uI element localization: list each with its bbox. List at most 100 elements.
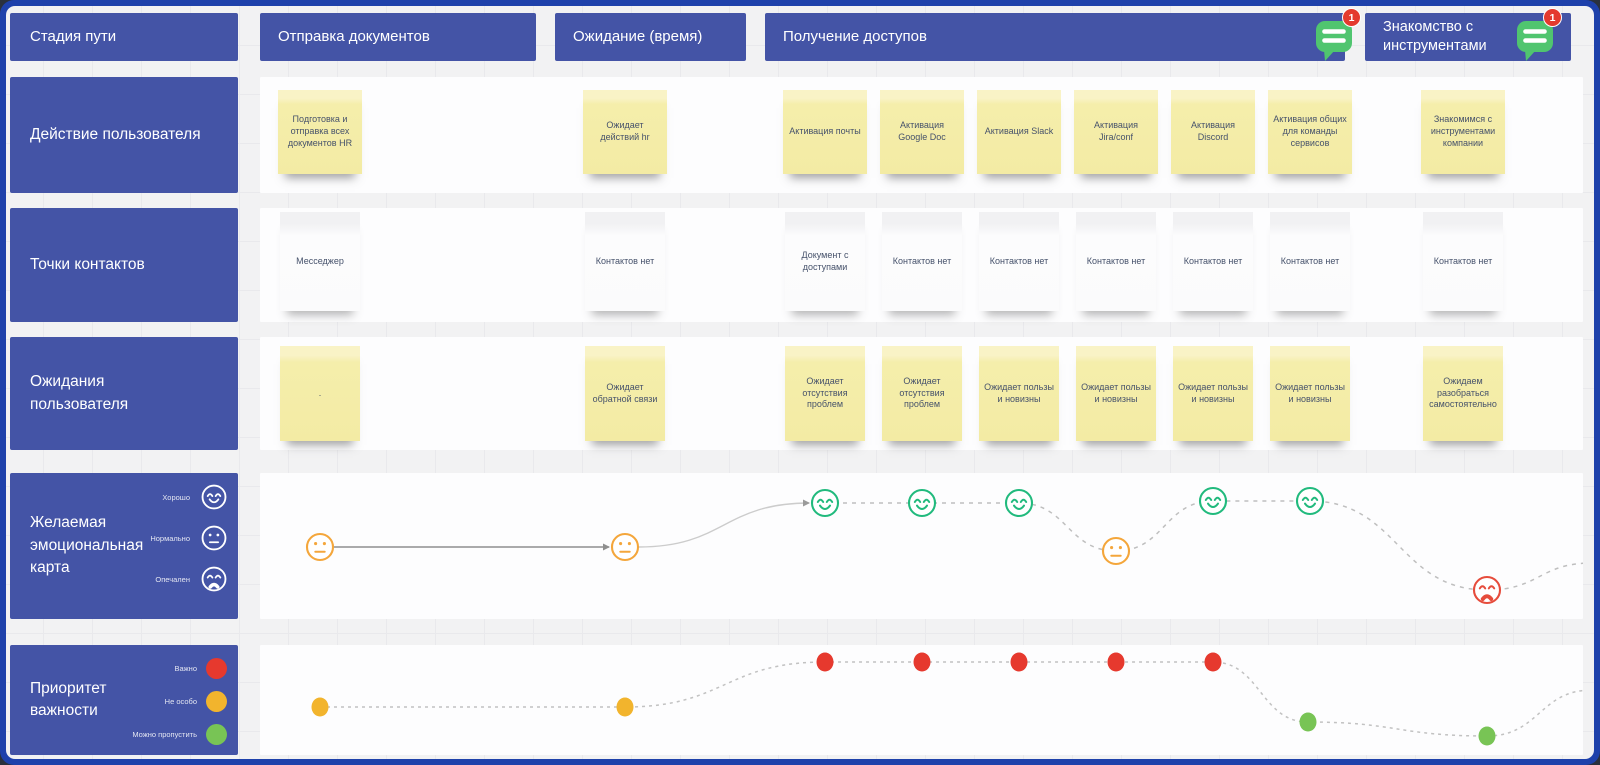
sticky-note[interactable]: Контактов нет <box>585 212 665 311</box>
comment-icon[interactable]: 1 <box>1314 8 1361 62</box>
sticky-note[interactable]: Активация Discord <box>1171 90 1255 174</box>
priority-dot-red[interactable] <box>1107 652 1125 672</box>
sticky-note[interactable]: Контактов нет <box>979 212 1059 311</box>
emotion-face-happy[interactable] <box>810 488 840 518</box>
row-label: Ожидания пользователя <box>30 373 129 413</box>
legend-item-sad: Опечален <box>150 564 229 594</box>
sticky-note-text: Активация Discord <box>1191 120 1235 142</box>
legend-item-important: Важно <box>132 658 227 679</box>
emotion-face-neutral[interactable] <box>305 532 335 562</box>
row-panel-expectations: . Ожидает обратной связи Ожидает отсутстви… <box>260 337 1583 450</box>
sticky-note[interactable]: Ожидает отсутствия проблем <box>882 346 962 441</box>
sticky-note[interactable]: . <box>280 346 360 441</box>
sticky-note-text: Ожидаем разобраться самостоятельно <box>1429 375 1497 410</box>
sad-face-icon <box>201 566 227 592</box>
priority-dot-red[interactable] <box>816 652 834 672</box>
sticky-note-text: Ожидает пользы и новизны <box>1178 381 1248 404</box>
emotion-face-happy[interactable] <box>1198 486 1228 516</box>
sticky-note[interactable]: Подготовка и отправка всех документов HR <box>278 90 362 174</box>
sticky-note-text: Знакомимся с инструментами компании <box>1430 114 1496 148</box>
sticky-note-text: Контактов нет <box>595 255 655 266</box>
sticky-note[interactable]: Контактов нет <box>1173 212 1253 311</box>
sticky-note[interactable]: Ожидает действий hr <box>583 90 667 174</box>
priority-dot-green[interactable] <box>1299 712 1317 732</box>
row-header-emotional-map[interactable]: Желаемая эмоциональная карта Хорошо Норм… <box>10 473 238 619</box>
sticky-note[interactable]: Активация Google Doc <box>880 90 964 174</box>
comment-count-badge: 1 <box>1342 8 1361 27</box>
sticky-note-text: Активация общих для команды сервисов <box>1273 114 1347 148</box>
comment-bubble-icon <box>1316 21 1352 61</box>
sticky-note-text: Активация Jira/conf <box>1094 120 1138 142</box>
sticky-note[interactable]: Месседжер <box>280 212 360 311</box>
sticky-note[interactable]: Контактов нет <box>1423 212 1503 311</box>
legend-label: Можно пропустить <box>132 730 197 739</box>
column-label: Получение доступов <box>783 28 927 46</box>
sticky-note-text: Контактов нет <box>1280 255 1340 266</box>
journey-map-board[interactable]: Стадия пути Отправка документов Ожидание… <box>6 6 1594 759</box>
emotion-face-happy[interactable] <box>907 488 937 518</box>
sticky-note[interactable]: Активация общих для команды сервисов <box>1268 90 1352 174</box>
green-dot-icon <box>206 724 227 745</box>
legend-item-good: Хорошо <box>150 482 229 512</box>
sticky-note[interactable]: Активация почты <box>783 90 867 174</box>
sticky-note-text: Контактов нет <box>1086 255 1146 266</box>
sticky-note-text: Контактов нет <box>1433 255 1493 266</box>
sticky-note[interactable]: Контактов нет <box>1270 212 1350 311</box>
sticky-note[interactable]: Ожидает пользы и новизны <box>979 346 1059 441</box>
priority-dot-yellow[interactable] <box>311 697 329 717</box>
sticky-note-text: Активация Slack <box>984 126 1054 137</box>
comment-count-badge: 1 <box>1543 8 1562 27</box>
sticky-note-text: Ожидает отсутствия проблем <box>802 375 848 410</box>
legend-label: Хорошо <box>162 492 190 502</box>
row-header-priority[interactable]: Приоритет важности Важно Не особо Можно … <box>10 645 238 755</box>
emotion-legend: Хорошо Нормально Опечален <box>150 482 229 594</box>
sticky-note[interactable]: Ожидает пользы и новизны <box>1173 346 1253 441</box>
sticky-note-text: Ожидает пользы и новизны <box>1081 381 1151 404</box>
sticky-note-text: Ожидает обратной связи <box>592 381 658 404</box>
emotion-face-happy[interactable] <box>1004 488 1034 518</box>
emotion-face-neutral[interactable] <box>610 532 640 562</box>
column-header-access[interactable]: Получение доступов 1 <box>765 8 1361 61</box>
sticky-note[interactable]: Знакомимся с инструментами компании <box>1421 90 1505 174</box>
sticky-note[interactable]: Ожидает обратной связи <box>585 346 665 441</box>
row-label: Точки контактов <box>30 255 145 273</box>
column-header-waiting[interactable]: Ожидание (время) <box>555 13 746 61</box>
sticky-note-text: Ожидает пользы и новизны <box>1275 381 1345 404</box>
comment-icon[interactable]: 1 <box>1515 8 1562 62</box>
legend-label: Важно <box>174 664 197 673</box>
sticky-note[interactable]: Ожидает пользы и новизны <box>1076 346 1156 441</box>
emotion-curve <box>305 486 1583 605</box>
sticky-note[interactable]: Ожидает пользы и новизны <box>1270 346 1350 441</box>
emotion-face-neutral[interactable] <box>1101 536 1131 566</box>
priority-dot-green[interactable] <box>1478 726 1496 746</box>
priority-dot-red[interactable] <box>1010 652 1028 672</box>
priority-dot-red[interactable] <box>913 652 931 672</box>
emotion-face-sad[interactable] <box>1472 575 1502 605</box>
sticky-note[interactable]: Ожидает отсутствия проблем <box>785 346 865 441</box>
legend-label: Нормально <box>150 533 190 543</box>
priority-dot-red[interactable] <box>1204 652 1222 672</box>
neutral-face-icon <box>201 525 227 551</box>
row-header-user-actions[interactable]: Действие пользователя <box>10 77 238 193</box>
legend-item-not-really: Не особо <box>132 691 227 712</box>
priority-dot-yellow[interactable] <box>616 697 634 717</box>
sticky-note-text: . <box>318 387 322 398</box>
row-header-contact-points[interactable]: Точки контактов <box>10 208 238 322</box>
sticky-note[interactable]: Активация Jira/conf <box>1074 90 1158 174</box>
sticky-note[interactable]: Документ с доступами <box>785 212 865 311</box>
row-header-expectations[interactable]: Ожидания пользователя <box>10 337 238 450</box>
column-header-tools[interactable]: Знакомство с инструментами 1 <box>1365 8 1571 62</box>
column-header-docs[interactable]: Отправка документов <box>260 13 536 61</box>
corner-label: Стадия пути <box>30 28 117 46</box>
sticky-note-text: Подготовка и отправка всех документов HR <box>287 114 353 148</box>
sticky-note[interactable]: Активация Slack <box>977 90 1061 174</box>
sticky-note-text: Месседжер <box>296 255 344 266</box>
legend-item-skippable: Можно пропустить <box>132 724 227 745</box>
emotion-face-happy[interactable] <box>1295 486 1325 516</box>
sticky-note[interactable]: Контактов нет <box>882 212 962 311</box>
row-panel-emotional-map <box>260 473 1583 619</box>
sticky-note[interactable]: Контактов нет <box>1076 212 1156 311</box>
corner-cell-stage[interactable]: Стадия пути <box>10 13 238 61</box>
sticky-note[interactable]: Ожидаем разобраться самостоятельно <box>1423 346 1503 441</box>
